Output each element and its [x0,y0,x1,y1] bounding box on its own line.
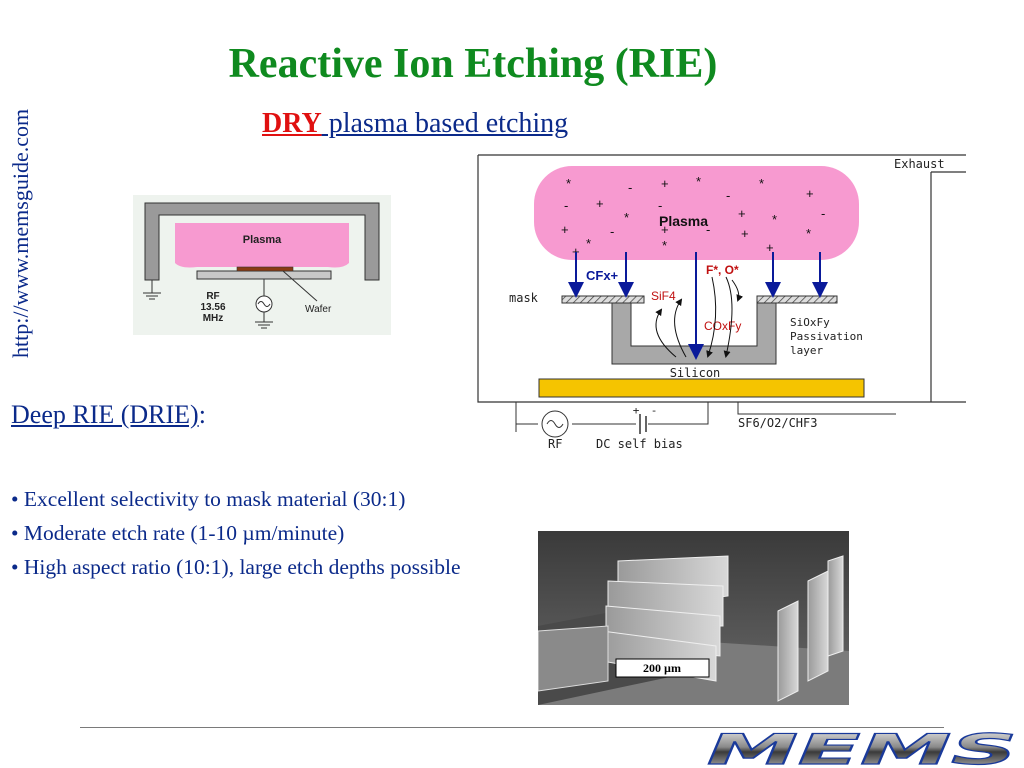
subtitle-dry: DRY [262,108,322,139]
bullet-selectivity: • Excellent selectivity to mask material… [11,487,406,511]
silicon-substrate [538,378,865,398]
sem-micrograph: 200 µm [538,531,849,705]
gas-inlet [737,402,896,415]
plasma-ions: *-+**+-+*--+*-+-+-+***++ [561,174,825,259]
ion-symbol: + [661,176,669,191]
ion-symbol: + [661,222,669,237]
ion-symbol: * [624,210,629,225]
product-arrow [655,308,677,358]
small-rf-freq: 13.56 [200,302,225,313]
ion-symbol: - [564,198,568,213]
radical-arrow [731,279,744,302]
passivation-label-2: Passivation [790,330,863,343]
chamber-outline [477,154,966,403]
ion-symbol: + [806,186,814,201]
cfx-label: CFx+ [586,268,619,283]
passivation-label-1: SiOxFy [790,316,830,329]
slide-title: Reactive Ion Etching (RIE) [228,41,718,87]
product-arrow [674,298,687,358]
small-wafer-label: Wafer [305,304,332,315]
plus-sign: + [633,404,640,417]
ion-symbol: + [572,244,580,259]
ion-symbol: * [566,176,571,191]
scale-bar-label: 200 µm [643,661,681,675]
sif4-label: SiF4 [651,289,676,303]
ion-symbol: - [726,188,730,203]
svg-text:MEMS: MEMS [707,730,1017,768]
footer-divider [80,727,944,728]
silicon-trench [611,302,777,365]
ion-symbol: - [706,222,710,237]
small-rf-label: RF [206,291,219,302]
side-url-link[interactable]: http://www.memsguide.com [8,108,33,358]
slide-subtitle: DRY plasma based etching [262,108,568,140]
ion-symbol: * [759,176,764,191]
small-plasma-label: Plasma [243,234,282,246]
gas-label: SF6/O2/CHF3 [738,416,817,430]
drie-heading: Deep RIE (DRIE): [11,400,206,430]
ion-symbol: * [772,212,777,227]
passivation-label-3: layer [790,344,823,357]
drie-mechanism-diagram: Exhaust Plasma *-+**+-+*--+*-+-+-+***++ … [477,154,966,451]
mask-label: mask [509,291,539,305]
drie-heading-link[interactable]: Deep RIE (DRIE) [11,400,199,429]
chamber-wall [144,202,380,281]
ion-symbol: + [766,240,774,255]
drie-heading-colon: : [198,400,206,429]
large-plasma-label: Plasma [659,213,708,229]
exhaust-label: Exhaust [894,157,945,171]
dc-bias-label: DC self bias [596,437,683,451]
radicals-label: F*, O* [706,263,739,277]
ion-symbol: + [561,222,569,237]
bullet-etch-rate: • Moderate etch rate (1-10 µm/minute) [11,521,345,545]
mask-left [561,295,645,304]
radical-arrow [706,276,717,358]
mems-logo: MEMS [706,730,1017,768]
ion-symbol: - [610,224,614,239]
ion-symbol: * [662,238,667,253]
wafer-pointer [282,270,318,302]
electrode [196,270,332,280]
minus-sign: - [651,404,658,417]
silicon-label: Silicon [670,366,721,380]
drie-bullet-list: • Excellent selectivity to mask material… [11,482,461,584]
ion-symbol: - [821,206,825,221]
wafer [236,266,294,272]
radical-arrow [723,276,733,358]
ion-symbol: + [738,206,746,221]
ion-symbol: + [596,196,604,211]
small-rf-unit: MHz [203,313,224,324]
coxfy-label: COxFy [704,319,741,333]
bias-circuit [515,402,709,432]
large-rf-label: RF [548,437,562,451]
ion-symbol: * [696,174,701,189]
scale-bar-box [615,658,710,678]
ion-symbol: * [586,236,591,251]
mask-right [756,295,838,304]
small-plasma [175,223,349,268]
bullet-aspect-ratio: • High aspect ratio (10:1), large etch d… [11,555,461,579]
ion-symbol: - [658,198,662,213]
subtitle-rest: plasma based etching [321,108,569,139]
ion-symbol: - [628,180,632,195]
ion-symbol: * [806,226,811,241]
ion-symbol: + [741,226,749,241]
small-rie-diagram: Plasma RF 13.56 MHz Wafer [133,195,391,335]
plasma-cloud [534,166,859,260]
sem-image: 200 µm [538,531,849,705]
